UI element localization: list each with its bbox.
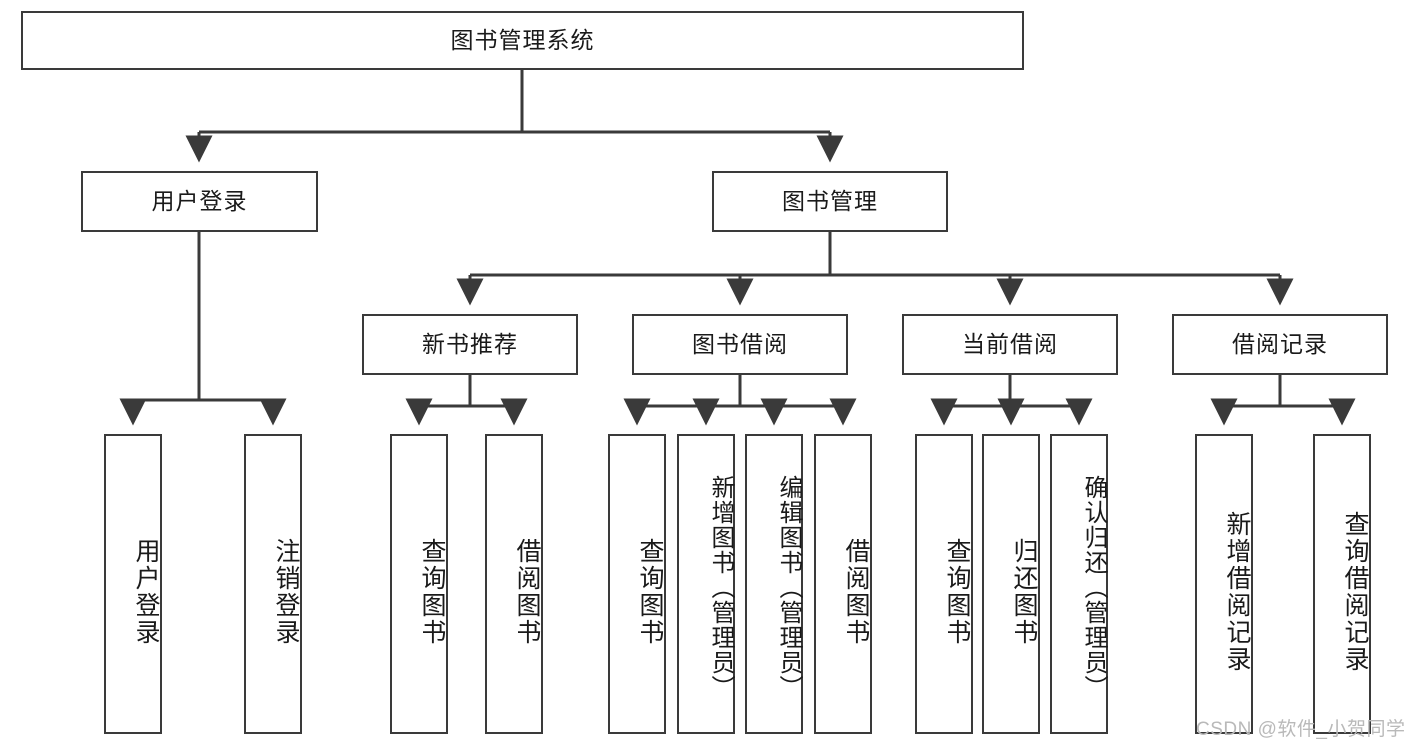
edges-bookmgmt-to-level3 xyxy=(456,232,1294,306)
leaf-confirm-return-admin[interactable]: 确认归还（管理员） xyxy=(1050,434,1108,734)
leaf-query-book-borrow[interactable]: 查询图书 xyxy=(608,434,666,734)
edges-borrowrecords-to-leaves xyxy=(1210,375,1356,426)
node-new-book-recommend[interactable]: 新书推荐 xyxy=(362,314,578,375)
leaf-query-book-recommend[interactable]: 查询图书 xyxy=(390,434,448,734)
edges-currentborrow-to-leaves xyxy=(930,375,1093,426)
edges-userlogin-to-leaves xyxy=(119,232,287,426)
leaf-user-login[interactable]: 用户登录 xyxy=(104,434,162,734)
leaf-query-borrow-record[interactable]: 查询借阅记录 xyxy=(1313,434,1371,734)
leaf-user-logout[interactable]: 注销登录 xyxy=(244,434,302,734)
edges-bookborrow-to-leaves xyxy=(623,375,857,426)
edges-recommend-to-leaves xyxy=(405,375,528,426)
node-user-login[interactable]: 用户登录 xyxy=(81,171,318,232)
node-book-management[interactable]: 图书管理 xyxy=(712,171,948,232)
leaf-add-borrow-record[interactable]: 新增借阅记录 xyxy=(1195,434,1253,734)
node-current-borrow[interactable]: 当前借阅 xyxy=(902,314,1118,375)
leaf-borrow-book[interactable]: 借阅图书 xyxy=(814,434,872,734)
leaf-add-book-admin[interactable]: 新增图书（管理员） xyxy=(677,434,735,734)
leaf-edit-book-admin[interactable]: 编辑图书（管理员） xyxy=(745,434,803,734)
node-borrow-records[interactable]: 借阅记录 xyxy=(1172,314,1388,375)
edges-root-to-level2 xyxy=(185,70,844,163)
leaf-return-book[interactable]: 归还图书 xyxy=(982,434,1040,734)
node-book-borrow[interactable]: 图书借阅 xyxy=(632,314,848,375)
node-root-system[interactable]: 图书管理系统 xyxy=(21,11,1024,70)
leaf-query-book-current[interactable]: 查询图书 xyxy=(915,434,973,734)
leaf-borrow-book-recommend[interactable]: 借阅图书 xyxy=(485,434,543,734)
